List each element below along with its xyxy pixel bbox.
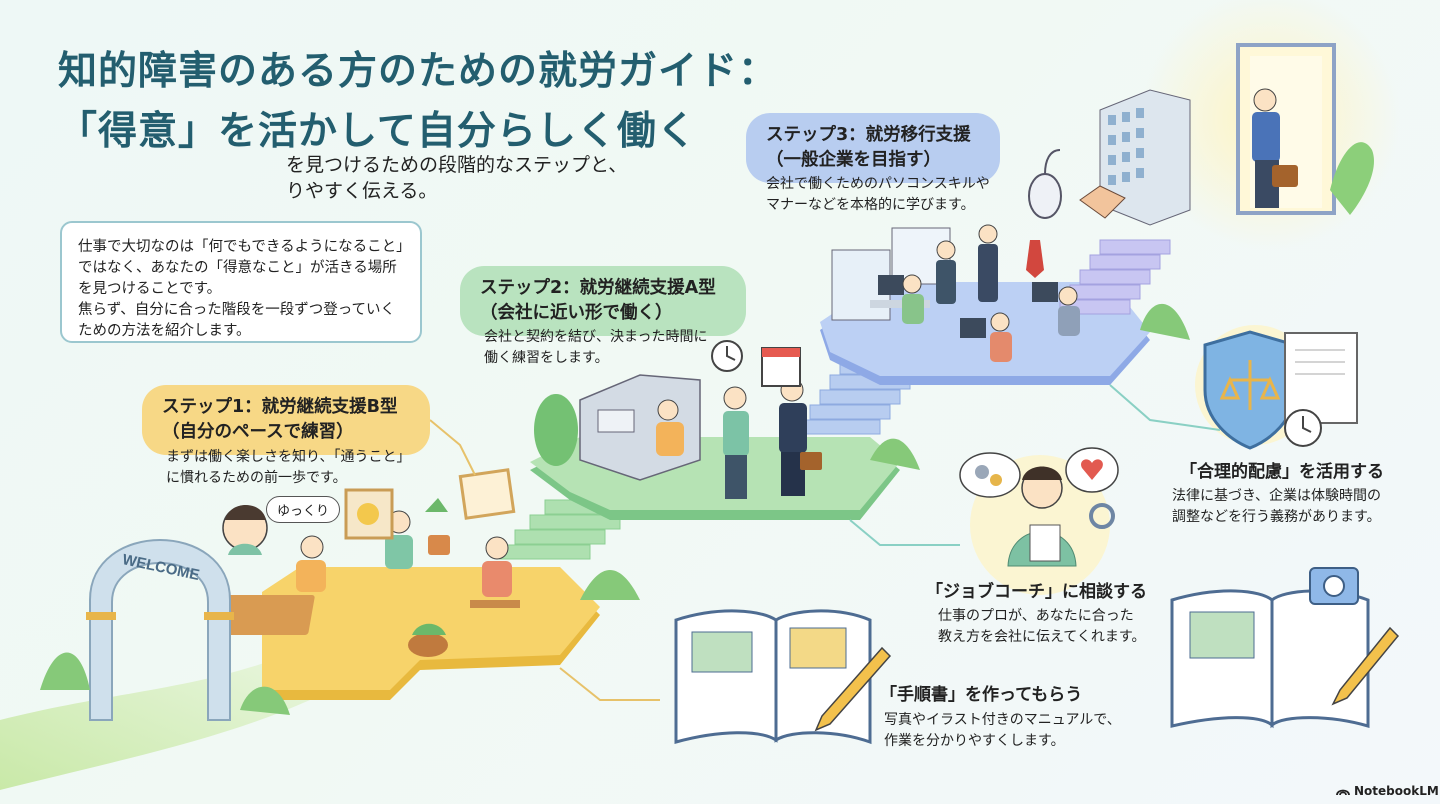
connector-lines: [429, 419, 660, 701]
mouse-icon: [1028, 173, 1062, 219]
step1-description: まずは働く楽しさを知り、「通うこと」 に慣れるための前一歩です。: [166, 447, 416, 489]
step3-description: 会社で働くためのパソコンスキルや マナーなどを本格的に学びます。: [766, 174, 1016, 216]
step3-label: ステップ3：就労移行支援 （一般企業を目指す）: [746, 113, 1000, 183]
reasonable-accommodation-title: 「合理的配慮」を活用する: [1180, 462, 1384, 482]
handshake-icon: [1079, 185, 1126, 219]
reasonable-accommodation-desc: 法律に基づき、企業は体験時間の 調整などを行う義務があります。: [1172, 486, 1422, 528]
plants: [40, 303, 1190, 715]
step1-label: ステップ1：就労継続支援B型 （自分のペースで練習）: [142, 385, 430, 455]
intro-line: ではなく、あなたの「得意なこと」が活きる場所: [78, 260, 397, 276]
step2-desc-line1: 会社と契約を結び、決まった時間に: [484, 329, 708, 345]
info2-desc-line2: 教え方を会社に伝えてくれます。: [938, 629, 1146, 645]
page-title-line1: 知的障害のある方のための就労ガイド：: [58, 49, 779, 94]
manual-book-right: [1170, 567, 1400, 729]
step1-subtitle: （自分のペースで練習）: [162, 422, 354, 442]
step3-desc-line2: マナーなどを本格的に学びます。: [766, 197, 975, 213]
step2-description: 会社と契約を結び、決まった時間に 働く練習をします。: [484, 327, 744, 369]
intro-line: 仕事で大切なのは「何でもできるようになること」: [78, 239, 411, 255]
shield-illustration: [1195, 325, 1358, 450]
info1-desc-line1: 法律に基づき、企業は体験時間の: [1172, 488, 1382, 504]
speech-bubble: ゆっくり: [266, 496, 341, 523]
subtitle-line1: を見つけるための段階的なステップと、: [286, 154, 628, 176]
job-coach-desc: 仕事のプロが、あなたに合った 教え方を会社に伝えてくれます。: [938, 606, 1178, 648]
job-coach-illustration: [959, 447, 1119, 595]
page-title: 知的障害のある方のための就労ガイド： 「得意」を活かして自分らしく働く: [58, 42, 778, 162]
info3-desc-line1: 写真やイラスト付きのマニュアルで、: [884, 712, 1121, 728]
step2-office: [534, 340, 822, 499]
step3-desc-line1: 会社で働くためのパソコンスキルや: [766, 176, 990, 192]
info3-desc-line2: 作業を分かりやすくします。: [884, 733, 1065, 749]
page-title-line2: 「得意」を活かして自分らしく働く: [58, 109, 697, 154]
platform-step1: [218, 499, 636, 700]
step3-title: ステップ3：就労移行支援: [766, 125, 971, 145]
intro-line: を見つけることです。: [78, 281, 222, 297]
step1-title: ステップ1：就労継続支援B型: [162, 397, 398, 417]
job-coach-title: 「ジョブコーチ」に相談する: [926, 582, 1147, 602]
intro-line: 焦らず、自分に合った階段を一段ずつ登っていく: [78, 302, 395, 318]
subtitle: を見つけるための段階的なステップと、 りやすく伝える。: [286, 152, 627, 204]
notebooklm-icon: [1336, 789, 1350, 796]
manual-book-left: [674, 609, 892, 745]
intro-line: ための方法を紹介します。: [78, 323, 251, 339]
info1-desc-line2: 調整などを行う義務があります。: [1172, 509, 1381, 525]
intro-box: 仕事で大切なのは「何でもできるようになること」 ではなく、あなたの「得意なこと」…: [60, 221, 422, 343]
step3-office: [831, 43, 1374, 362]
step2-label: ステップ2：就労継続支援A型 （会社に近い形で働く）: [460, 266, 746, 336]
manual-desc: 写真やイラスト付きのマニュアルで、 作業を分かりやすくします。: [884, 710, 1144, 752]
logo-text: NotebookLM: [1354, 784, 1439, 798]
step3-subtitle: （一般企業を目指す）: [766, 150, 941, 170]
step2-desc-line2: 働く練習をします。: [484, 350, 609, 366]
notebooklm-logo: NotebookLM: [1336, 784, 1439, 798]
subtitle-line2: りやすく伝える。: [286, 180, 438, 202]
step1-people: [222, 468, 520, 657]
manual-title: 「手順書」を作ってもらう: [880, 685, 1083, 705]
door: [1236, 43, 1336, 215]
step2-subtitle: （会社に近い形で働く）: [480, 303, 673, 323]
ground-path: [0, 650, 310, 790]
step1-desc-line2: に慣れるための前一歩です。: [166, 470, 347, 486]
office-building: [1099, 89, 1191, 226]
step1-desc-line1: まずは働く楽しさを知り、「通うこと」: [166, 449, 411, 465]
info2-desc-line1: 仕事のプロが、あなたに合った: [938, 608, 1134, 624]
step2-title: ステップ2：就労継続支援A型: [480, 278, 716, 298]
